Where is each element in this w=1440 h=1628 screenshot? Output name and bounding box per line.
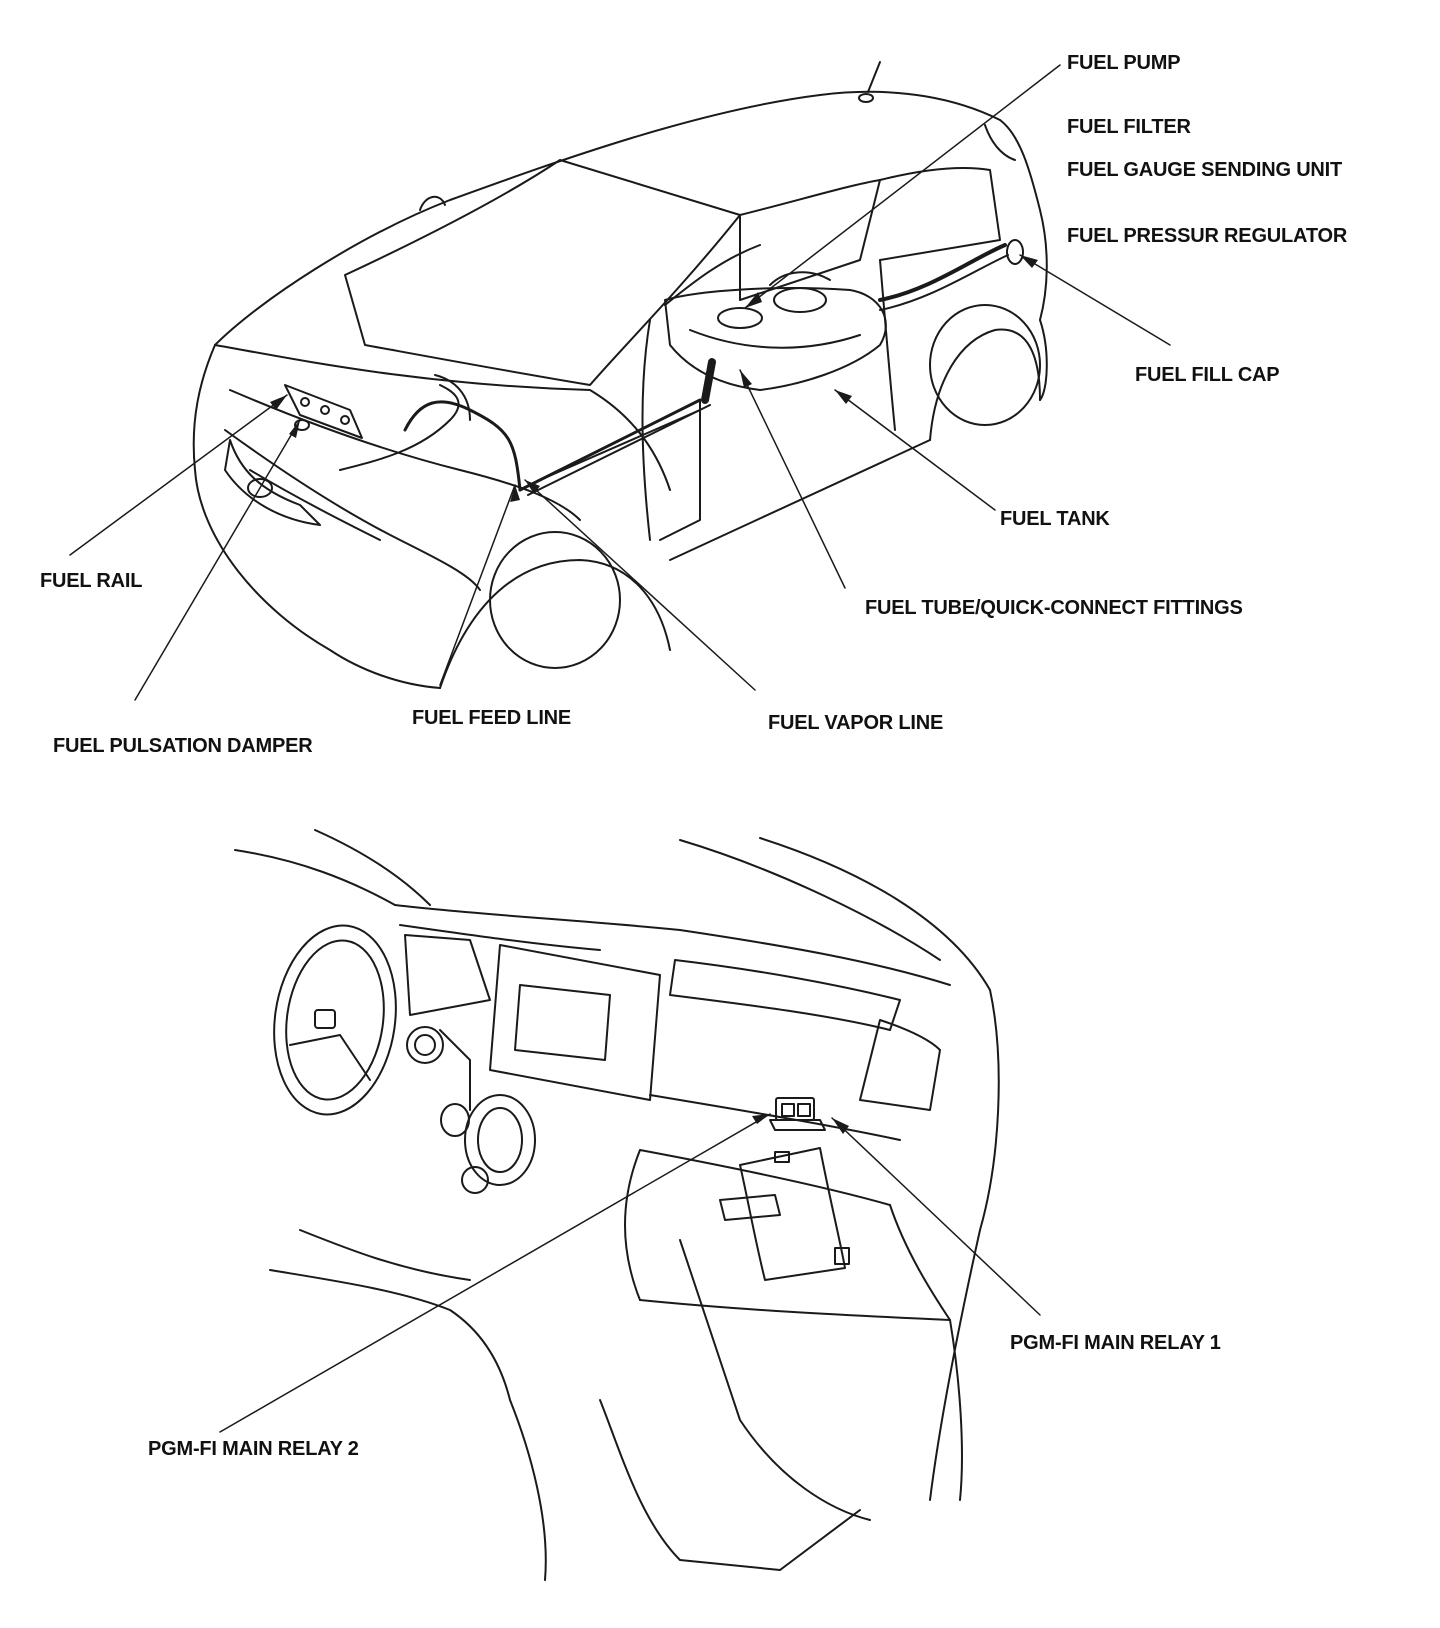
label-fuel-filter: FUEL FILTER <box>1067 116 1191 138</box>
bottom-arrowheads <box>752 1114 849 1134</box>
label-fuel-pulsation-damper: FUEL PULSATION DAMPER <box>53 735 313 757</box>
bottom-leader-lines <box>219 1113 1041 1433</box>
top-arrowheads <box>270 255 1038 502</box>
car-illustration <box>192 61 1048 689</box>
label-main-relay-2: PGM-FI MAIN RELAY 2 <box>148 1438 359 1460</box>
fuel-components <box>284 243 1009 496</box>
label-main-relay-1: PGM-FI MAIN RELAY 1 <box>1010 1332 1221 1354</box>
label-fuel-fill-cap: FUEL FILL CAP <box>1135 364 1280 386</box>
label-fuel-rail: FUEL RAIL <box>40 570 143 592</box>
label-fuel-gauge-sending-unit: FUEL GAUGE SENDING UNIT <box>1067 159 1343 181</box>
label-fuel-feed-line: FUEL FEED LINE <box>412 707 572 729</box>
label-fuel-vapor-line: FUEL VAPOR LINE <box>768 712 944 734</box>
top-leader-lines <box>69 64 1171 701</box>
dashboard-illustration <box>234 829 1000 1581</box>
label-fuel-tube-fittings: FUEL TUBE/QUICK-CONNECT FITTINGS <box>865 597 1243 619</box>
label-fuel-pump: FUEL PUMP <box>1067 52 1181 74</box>
label-fuel-tank: FUEL TANK <box>1000 508 1110 530</box>
label-fuel-pressure-regulator: FUEL PRESSUR REGULATOR <box>1067 225 1348 247</box>
